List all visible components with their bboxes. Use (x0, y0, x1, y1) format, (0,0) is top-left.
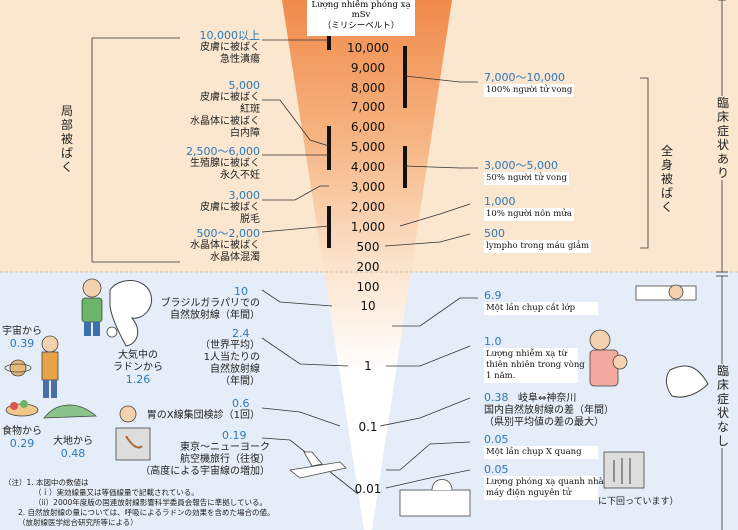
natural-item-1: 10 ブラジルガラパリでの 自然放射線（年間） (160, 285, 260, 322)
power-plant-illustration (399, 479, 471, 517)
local-exposure-label: 局部被ばく (60, 104, 73, 174)
low-item-3: 0.38 岐阜⇔神奈川 国内自然放射線の差（年間） （県別平均値の差の最大） (484, 391, 614, 429)
child-illustration (81, 278, 118, 338)
scale-9000: 9,000 (350, 61, 386, 75)
whole-item-1: 7,000～10,000 100% người tử vong (484, 71, 575, 97)
scale-500: 500 (356, 240, 380, 254)
scale-10000: 10,000 (347, 41, 389, 55)
scale-10: 10 (360, 299, 376, 313)
clinical-symptoms-label: 臨床症状あり (716, 96, 730, 180)
natural-item-2: 2.4 （世界平均） 1人当たりの 自然放射線 （年間） (200, 327, 260, 388)
planet-illustration (4, 359, 32, 377)
patient-bed-illustration (635, 284, 697, 301)
local-item-1: 10,000以上 皮膚に被ばく 急性潰瘍 (199, 29, 261, 66)
scale-6000: 6,000 (350, 120, 386, 134)
food-illustration (5, 400, 39, 417)
footnotes: （注）1. 本図中の数値は （ｉ）実効線量又は等価線量で記載されている。 （ii… (4, 478, 275, 527)
source-space: 宇宙から 0.39 (2, 326, 42, 350)
local-item-5: 500～2,000 水晶体に被ばく 水晶体混濁 (190, 227, 260, 264)
whole-item-2: 3,000～5,000 50% người tử vong (484, 159, 569, 185)
low-item-1: 6.9 Một lần chụp cắt lớp (484, 290, 598, 315)
scale-5000: 5,000 (350, 140, 386, 154)
local-item-4: 3,000 皮膚に被ばく 脱毛 (200, 189, 260, 226)
scale-1000: 1,000 (350, 220, 386, 234)
scale-0.01: 0.01 (354, 482, 382, 496)
natural-item-4: 0.19 東京～ニューヨーク 航空機旅行（往復） （高度による宇宙線の増加） (140, 429, 270, 478)
dose-funnel (282, 0, 452, 530)
source-ground: 大地から 0.48 (53, 436, 93, 460)
source-air: 大気中の ラドンから 1.26 (113, 350, 163, 386)
mother-child-illustration (589, 329, 628, 387)
airplane-illustration (289, 451, 347, 479)
low-item-4: 0.05 Một lần chụp X quang (484, 434, 598, 459)
world-map-illustration (109, 280, 152, 347)
scale-0.1: 0.1 (358, 420, 378, 434)
header-unit: mSv (351, 10, 371, 20)
man-illustration (41, 335, 59, 398)
whole-body-label: 全身被ばく (660, 144, 673, 214)
header-panel: Lượng nhiễm phóng xạ mSv （ミリシーベルト） (307, 0, 415, 36)
chest-xray-illustration (603, 451, 645, 489)
scale-4000: 4,000 (350, 160, 386, 174)
ground-illustration (43, 404, 98, 419)
scale-2000: 2,000 (350, 200, 386, 214)
header-unit-jp: （ミリシーベルト） (322, 21, 400, 31)
natural-item-3: 0.6 胃のX線集団検診（1回） (146, 397, 260, 422)
scale-8000: 8,000 (350, 81, 386, 95)
scale-100: 100 (356, 280, 380, 294)
scale-200: 200 (356, 260, 380, 274)
whole-item-3: 1,000 10% người nôn mửa (484, 195, 574, 221)
low-item-tail: に下回っています） (598, 497, 679, 507)
low-item-2: 1.0 Lượng nhiễm xạ từ thiên nhiên trong … (484, 335, 585, 383)
scale-1: 1 (364, 359, 372, 373)
local-item-3: 2,500～6,000 生殖腺に被ばく 永久不妊 (186, 145, 260, 182)
low-item-5: 0.05 Lượng phóng xạ quanh nhà máy điện n… (484, 463, 604, 500)
whole-item-4: 500 lympho trong máu giảm (484, 227, 592, 253)
xray-film-illustration (115, 405, 151, 461)
no-clinical-symptoms-label: 臨床症状なし (716, 364, 730, 448)
scale-3000: 3,000 (350, 180, 386, 194)
japan-map-illustration (665, 365, 709, 398)
local-item-2: 5,000 皮膚に被ばく 紅斑 水晶体に被ばく 白内障 (190, 79, 260, 140)
scale-7000: 7,000 (350, 100, 386, 114)
header-title: Lượng nhiễm phóng xạ (311, 0, 411, 10)
source-food: 食物から 0.29 (2, 426, 42, 450)
